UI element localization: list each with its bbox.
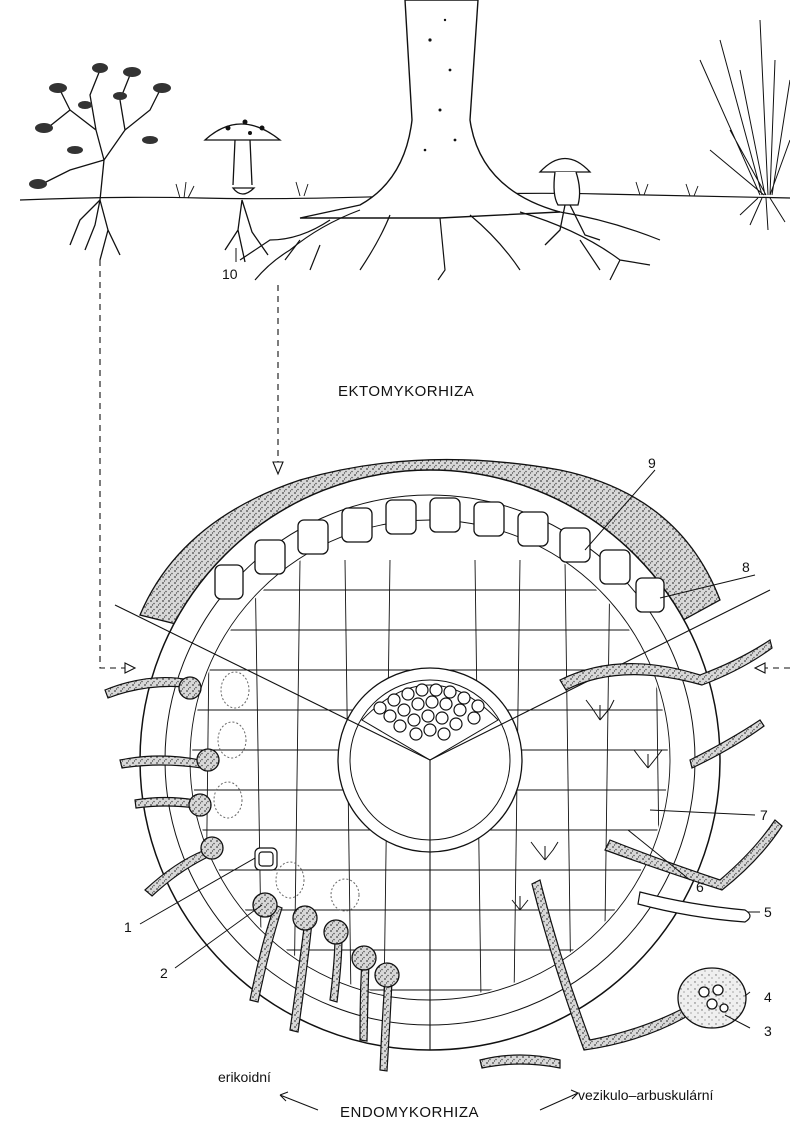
number-4: 4 <box>764 990 772 1004</box>
number-6: 6 <box>696 880 704 894</box>
number-3: 3 <box>764 1024 772 1038</box>
vesicle-4 <box>678 968 746 1028</box>
number-8: 8 <box>742 560 750 574</box>
tree-trunk <box>300 0 560 218</box>
label-ektomykorhiza: EKTOMYKORHIZA <box>338 384 474 399</box>
number-2: 2 <box>160 966 168 980</box>
bolete-mushroom <box>540 159 600 246</box>
tree-roots <box>240 210 660 280</box>
number-7: 7 <box>760 808 768 822</box>
intact-cell-1 <box>255 848 277 870</box>
number-5: 5 <box>764 905 772 919</box>
label-endomykorhiza: ENDOMYKORHIZA <box>340 1105 479 1120</box>
number-10: 10 <box>222 267 238 281</box>
label-vezikulo-arbuskularni: vezikulo–arbuskulární <box>578 1088 713 1102</box>
number-9: 9 <box>648 456 656 470</box>
number-1: 1 <box>124 920 132 934</box>
heather-shrub <box>29 63 171 260</box>
label-erikoidni: erikoidní <box>218 1070 271 1084</box>
grass-tuft <box>700 20 790 230</box>
